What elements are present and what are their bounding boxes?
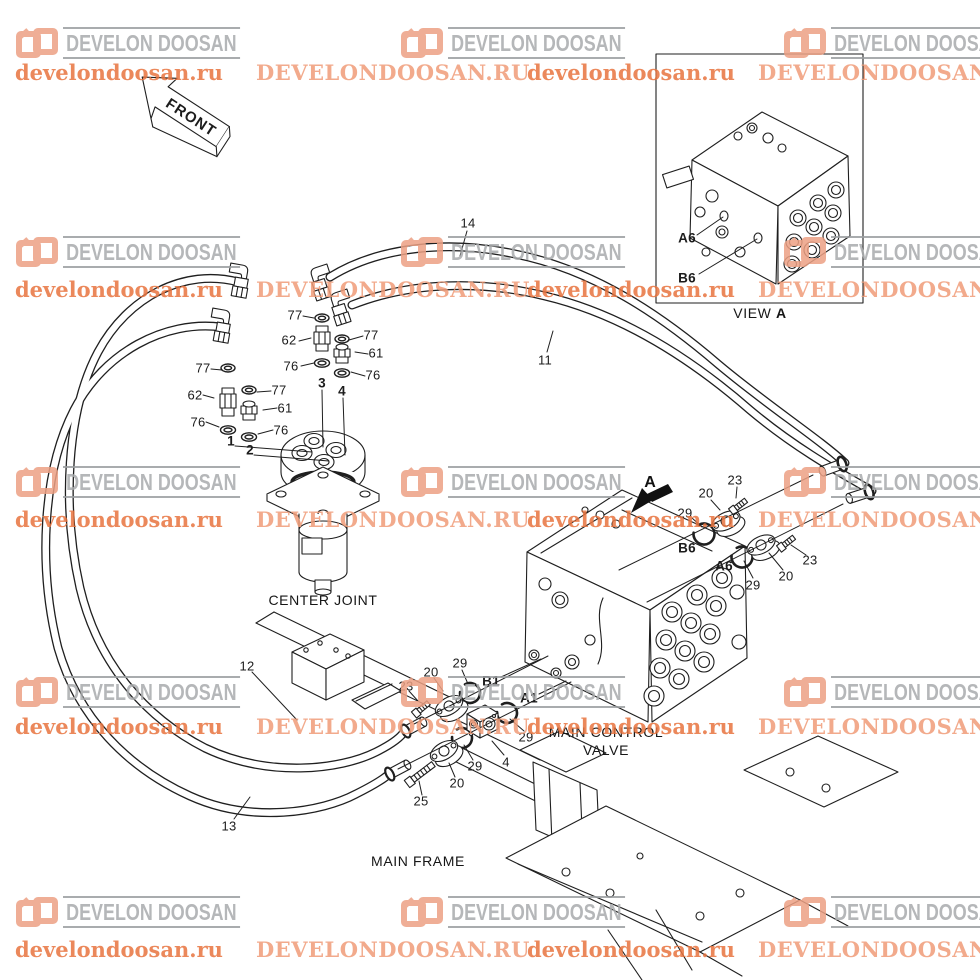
center-joint-drawing: [266, 430, 380, 596]
elbow-fittings: [210, 262, 352, 344]
direction-arrow: [631, 484, 673, 513]
front-arrow: FRONT: [141, 76, 231, 158]
main-frame-drawing: [255, 611, 899, 980]
block-4: [466, 704, 499, 739]
bolts: [403, 497, 797, 789]
o-rings: [219, 313, 351, 442]
view-a-box: [655, 53, 864, 304]
leader-lines: [202, 216, 844, 820]
adapter-fittings: [219, 325, 351, 421]
